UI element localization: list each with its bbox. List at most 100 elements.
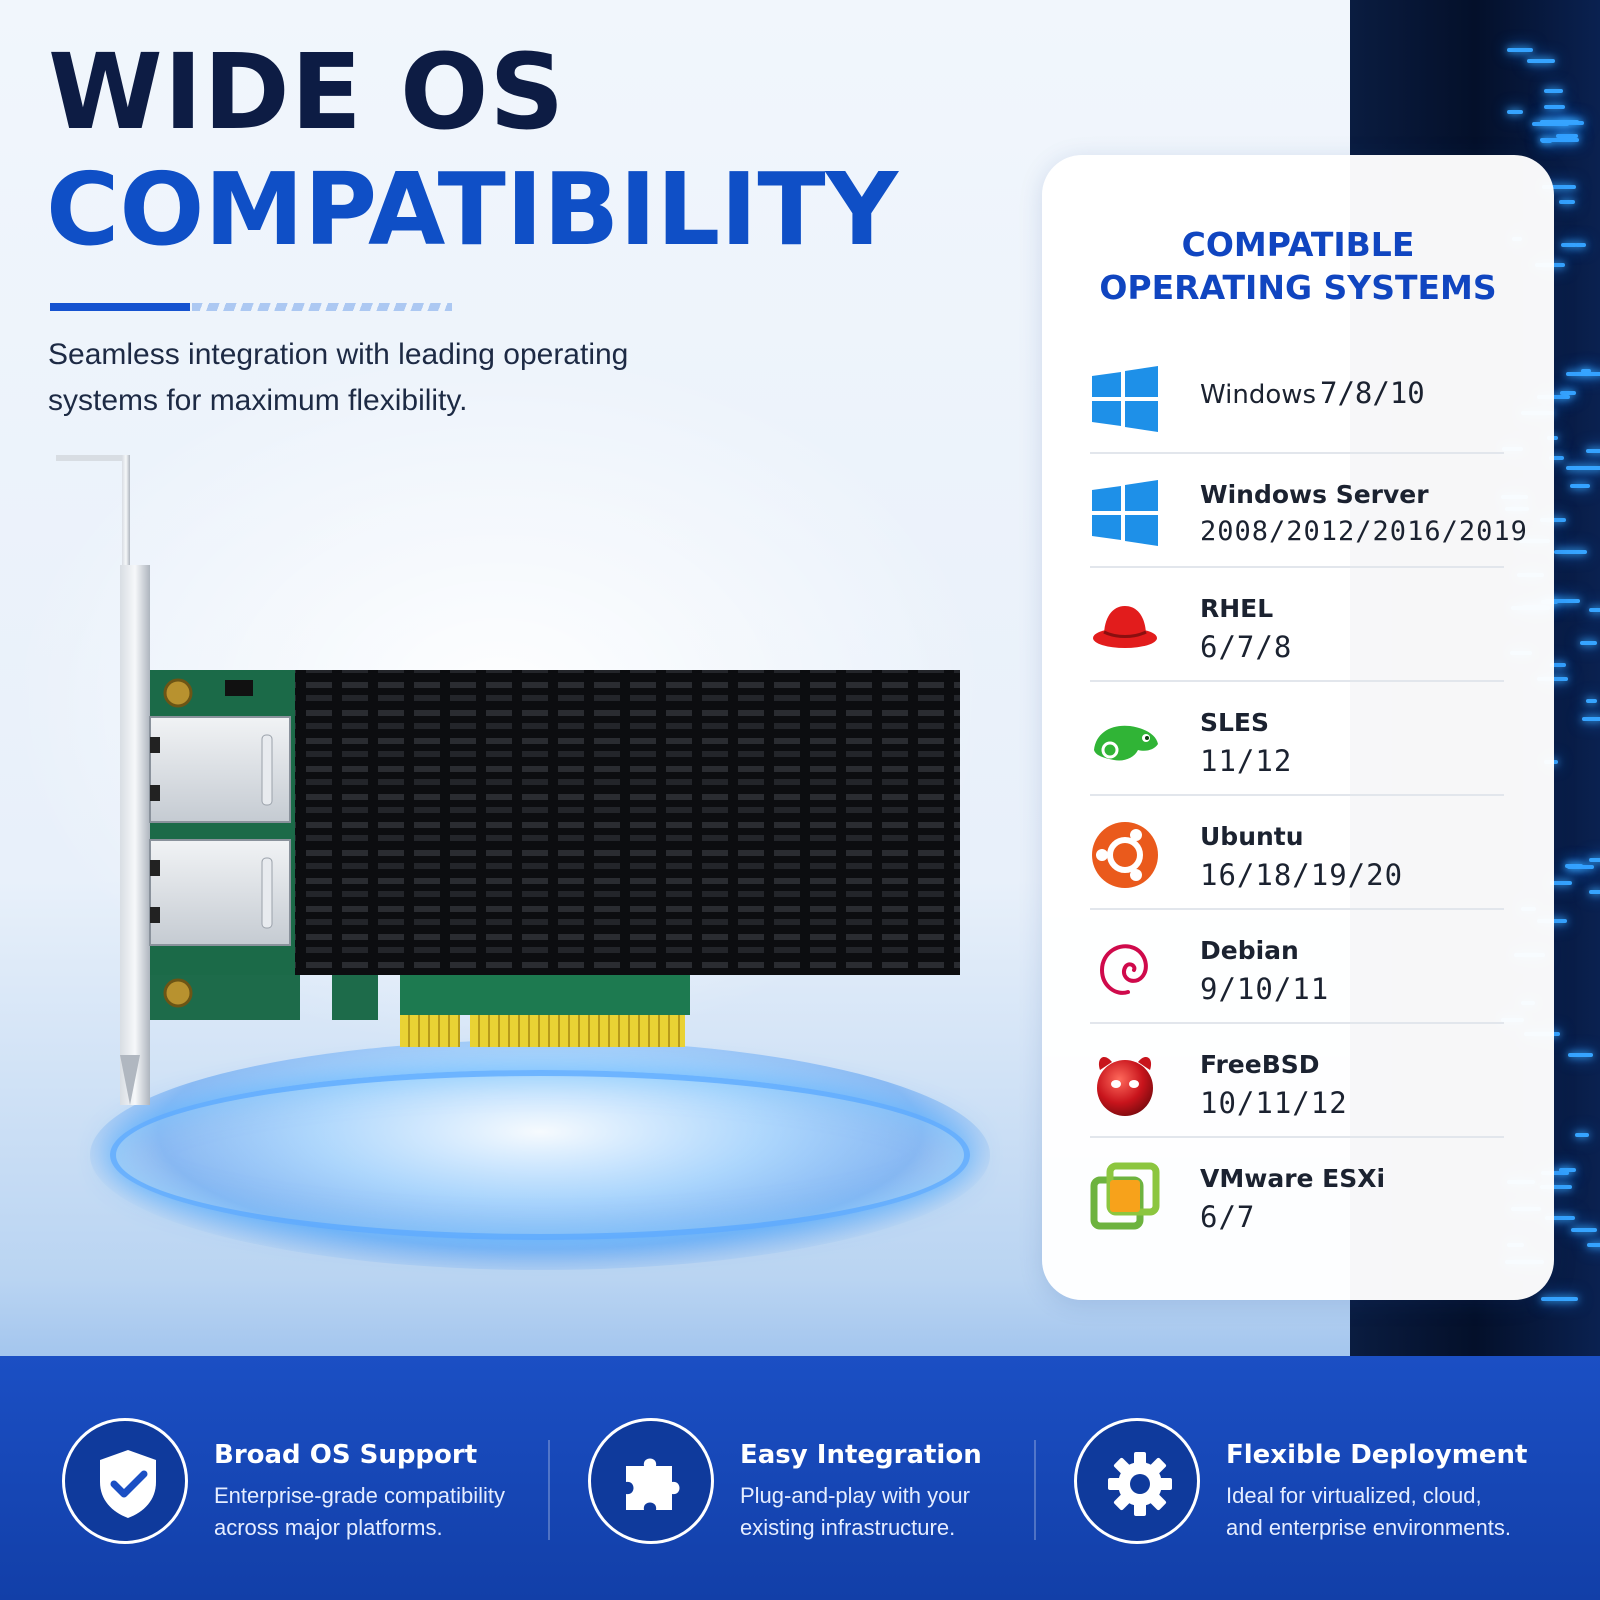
feature-desc-line1: Ideal for virtualized, cloud, xyxy=(1226,1483,1482,1508)
rack-led xyxy=(1507,110,1524,115)
os-item-windows: Windows 7/8/10 xyxy=(1090,340,1504,454)
rack-led xyxy=(1566,372,1600,377)
rack-led xyxy=(1580,369,1592,374)
rack-led xyxy=(1567,1052,1593,1057)
rack-led xyxy=(1542,185,1576,190)
rack-led xyxy=(1587,1243,1600,1248)
feature-description: Ideal for virtualized, cloud, and enterp… xyxy=(1226,1480,1566,1544)
os-item-rhel: RHEL 6/7/8 xyxy=(1090,568,1504,682)
page-title-line1: WIDE OS xyxy=(48,31,566,153)
rack-led xyxy=(1539,1184,1572,1189)
feature-desc-line2: existing infrastructure. xyxy=(740,1515,956,1540)
rack-led xyxy=(1564,863,1583,868)
title-underline xyxy=(50,303,190,311)
gear-icon xyxy=(1108,1452,1172,1516)
rack-led xyxy=(1539,119,1579,124)
network-card-image xyxy=(56,455,960,1105)
feature-description: Plug-and-play with your existing infrast… xyxy=(740,1480,1080,1544)
os-item-debian: Debian 9/10/11 xyxy=(1090,910,1504,1024)
page-title-line2: COMPATIBILITY xyxy=(46,151,899,268)
rack-led xyxy=(1543,104,1565,109)
os-item-windows-server: Windows Server 2008/2012/2016/2019 xyxy=(1090,454,1527,568)
os-list: Windows 7/8/10 Windows Server 2008/2012/… xyxy=(1090,340,1527,1252)
feature-divider xyxy=(548,1440,550,1540)
feature-title: Easy Integration xyxy=(740,1440,982,1470)
os-name: FreeBSD xyxy=(1200,1050,1320,1079)
puzzle-piece-icon xyxy=(626,1458,680,1510)
os-panel-heading: COMPATIBLE OPERATING SYSTEMS xyxy=(1042,223,1554,309)
os-versions: 7/8/10 xyxy=(1320,376,1425,410)
rack-led xyxy=(1581,717,1600,722)
feature-icon-circle xyxy=(62,1418,188,1544)
os-name: SLES xyxy=(1200,708,1270,737)
feature-desc-line2: and enterprise environments. xyxy=(1226,1515,1511,1540)
vmware-icon xyxy=(1090,1162,1160,1230)
os-versions: 11/12 xyxy=(1200,744,1293,778)
feature-band xyxy=(0,1356,1600,1600)
subtitle-line2: systems for maximum flexibility. xyxy=(48,384,468,417)
rack-led xyxy=(1570,1227,1598,1232)
os-compatibility-panel: COMPATIBLE OPERATING SYSTEMS Windows 7/8… xyxy=(1042,155,1554,1300)
windows-icon xyxy=(1092,366,1158,432)
rack-led xyxy=(1559,1167,1577,1172)
os-item-freebsd: FreeBSD 10/11/12 xyxy=(1090,1024,1504,1138)
os-item-sles: SLES 11/12 xyxy=(1090,682,1504,796)
rack-led xyxy=(1544,88,1563,93)
feature-icon-circle xyxy=(1074,1418,1200,1544)
rack-led xyxy=(1554,550,1588,555)
os-name: Ubuntu xyxy=(1200,822,1304,851)
rack-led xyxy=(1541,1171,1569,1176)
display-platform-ring xyxy=(110,1070,970,1240)
rack-led xyxy=(1550,663,1566,668)
rack-led xyxy=(1544,1216,1576,1221)
rack-led xyxy=(1574,1133,1590,1138)
feature-icon-circle xyxy=(588,1418,714,1544)
rack-led xyxy=(1556,133,1579,138)
rack-led xyxy=(1586,699,1598,704)
rack-led xyxy=(1579,641,1597,646)
rack-led xyxy=(1589,889,1600,894)
feature-desc-line1: Plug-and-play with your xyxy=(740,1483,970,1508)
os-item-vmware-esxi: VMware ESXi 6/7 xyxy=(1090,1138,1504,1252)
os-name: Windows xyxy=(1200,380,1317,410)
os-versions: 16/18/19/20 xyxy=(1200,858,1404,892)
rack-led xyxy=(1549,456,1564,461)
rack-led xyxy=(1539,138,1580,143)
page-subtitle: Seamless integration with leading operat… xyxy=(48,332,748,424)
rack-led xyxy=(1560,390,1576,395)
redhat-icon xyxy=(1093,606,1157,648)
feature-description: Enterprise-grade compatibility across ma… xyxy=(214,1480,554,1544)
debian-swirl-icon xyxy=(1099,944,1148,995)
rack-led xyxy=(1527,58,1556,63)
feature-divider xyxy=(1034,1440,1036,1540)
os-heading-line2: OPERATING SYSTEMS xyxy=(1099,268,1497,307)
feature-title: Broad OS Support xyxy=(214,1440,478,1470)
rack-led xyxy=(1507,47,1534,52)
suse-chameleon-icon xyxy=(1094,725,1158,761)
feature-desc-line1: Enterprise-grade compatibility xyxy=(214,1483,506,1508)
rack-led xyxy=(1588,608,1600,613)
rack-led xyxy=(1544,599,1580,604)
shield-check-icon xyxy=(100,1450,156,1518)
os-item-ubuntu: Ubuntu 16/18/19/20 xyxy=(1090,796,1504,910)
ubuntu-icon xyxy=(1092,822,1158,888)
os-heading-line1: COMPATIBLE xyxy=(1181,225,1415,264)
os-versions: 6/7 xyxy=(1200,1200,1256,1234)
rack-led xyxy=(1574,242,1586,247)
feature-title: Flexible Deployment xyxy=(1226,1440,1528,1470)
freebsd-daemon-icon xyxy=(1097,1056,1153,1116)
os-versions: 6/7/8 xyxy=(1200,630,1293,664)
rack-led xyxy=(1589,858,1600,863)
rack-led xyxy=(1569,484,1591,489)
os-versions: 2008/2012/2016/2019 xyxy=(1200,516,1528,547)
title-underline-fade xyxy=(192,303,452,311)
os-name: VMware ESXi xyxy=(1200,1164,1386,1193)
rack-led xyxy=(1532,121,1569,126)
os-versions: 9/10/11 xyxy=(1200,972,1330,1006)
rack-led xyxy=(1558,199,1576,204)
feature-desc-line2: across major platforms. xyxy=(214,1515,443,1540)
rack-led xyxy=(1549,881,1572,886)
rack-led xyxy=(1566,465,1600,470)
os-name: Windows Server xyxy=(1200,480,1429,509)
